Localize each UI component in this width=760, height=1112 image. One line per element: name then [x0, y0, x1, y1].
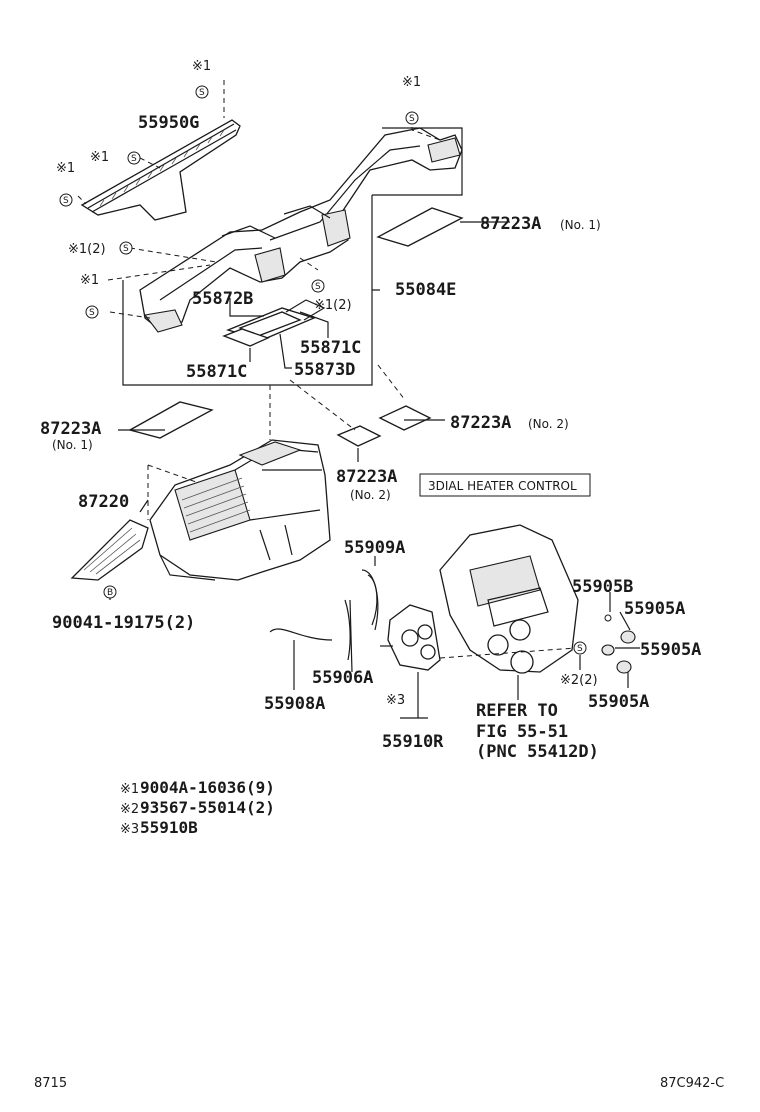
part-label-87223A: 87223A	[450, 413, 511, 433]
marker-label: ※1	[56, 161, 75, 176]
part-label-55084E: 55084E	[395, 280, 456, 300]
part-label-90041: 90041-19175(2)	[52, 613, 195, 633]
marker-label: ※1(2)	[68, 242, 106, 257]
part-note: (No. 1)	[560, 218, 601, 232]
marker-label: ※2(2)	[560, 673, 598, 688]
air-duct-part	[139, 127, 463, 333]
heater-control-note-box: 3DIAL HEATER CONTROL	[419, 473, 591, 497]
legend-part: 55910B	[140, 818, 198, 837]
duct-callout-frame	[122, 127, 463, 386]
part-label-87223A: 87223A	[336, 467, 397, 487]
marker-label: ※1(2)	[314, 298, 352, 313]
part-label-55905B: 55905B	[572, 577, 633, 597]
center-cluster-panel	[439, 524, 579, 674]
part-label-55872B: 55872B	[192, 289, 253, 309]
reference-note: REFER TO	[476, 701, 558, 721]
marker-label: ※3	[386, 693, 405, 708]
reference-note: FIG 55-51	[476, 722, 568, 742]
marker-label: ※1	[80, 273, 99, 288]
part-label-87223A: 87223A	[40, 419, 101, 439]
screw-symbols: S S S S S S S S B	[59, 85, 587, 655]
svg-text:S: S	[123, 244, 129, 254]
legend-mark: ※3	[120, 822, 139, 837]
reference-note: (PNC 55412D)	[476, 742, 599, 762]
part-label-55905A: 55905A	[640, 640, 701, 660]
svg-text:3DIAL HEATER CONTROL: 3DIAL HEATER CONTROL	[428, 479, 577, 493]
part-note: (No. 1)	[52, 438, 93, 452]
part-label-55871C: 55871C	[186, 362, 247, 382]
part-label-55910R: 55910R	[382, 732, 444, 752]
svg-text:S: S	[577, 644, 583, 654]
footer-page-code: 8715	[34, 1076, 67, 1091]
legend-part: 9004A-16036(9)	[140, 778, 275, 797]
part-label-55950G: 55950G	[138, 113, 199, 133]
part-label-87220: 87220	[78, 492, 129, 512]
marker-label: ※1	[90, 150, 109, 165]
legend-mark: ※1	[120, 782, 139, 797]
svg-text:B: B	[107, 588, 113, 598]
screw-icon: S	[119, 241, 133, 255]
svg-text:S: S	[131, 154, 137, 164]
control-cables	[269, 569, 379, 661]
legend-mark: ※2	[120, 802, 139, 817]
svg-text:S: S	[315, 282, 321, 292]
part-note: (No. 2)	[350, 488, 391, 502]
svg-text:S: S	[409, 114, 415, 124]
filter-parts	[222, 299, 326, 347]
part-label-55906A: 55906A	[312, 668, 373, 688]
heater-unit-part	[149, 439, 331, 581]
footer-figure-code: 87C942-C	[660, 1076, 724, 1091]
screw-icon: S	[127, 151, 141, 165]
reference-lines	[77, 80, 576, 659]
pad-parts	[128, 207, 464, 447]
part-label-55873D: 55873D	[294, 360, 355, 380]
side-panel-part	[70, 519, 149, 581]
screw-icon: S	[573, 641, 587, 655]
screw-icon: S	[59, 193, 73, 207]
svg-text:S: S	[199, 88, 205, 98]
screw-icon: S	[85, 305, 99, 319]
knob-parts	[601, 614, 636, 674]
svg-text:S: S	[63, 196, 69, 206]
legend: ※1 9004A-16036(9) ※2 93567-55014(2) ※3 5…	[120, 778, 275, 837]
screw-icon: S	[311, 279, 325, 293]
defroster-nozzle-part	[80, 119, 241, 221]
svg-text:S: S	[89, 308, 95, 318]
marker-label: ※1	[192, 59, 211, 74]
screw-icon: S	[405, 111, 419, 125]
legend-part: 93567-55014(2)	[140, 798, 275, 817]
part-label-55905A: 55905A	[624, 599, 685, 619]
part-note: (No. 2)	[528, 417, 569, 431]
leader-lines	[109, 221, 640, 719]
part-label-55909A: 55909A	[344, 538, 405, 558]
marker-label: ※1	[402, 75, 421, 90]
heater-control-part	[387, 604, 441, 671]
part-label-55905A: 55905A	[588, 692, 649, 712]
part-label-55871C: 55871C	[300, 338, 361, 358]
part-label-87223A: 87223A	[480, 214, 541, 234]
part-label-55908A: 55908A	[264, 694, 325, 714]
screw-icon: S	[195, 85, 209, 99]
bolt-icon: B	[103, 585, 117, 599]
